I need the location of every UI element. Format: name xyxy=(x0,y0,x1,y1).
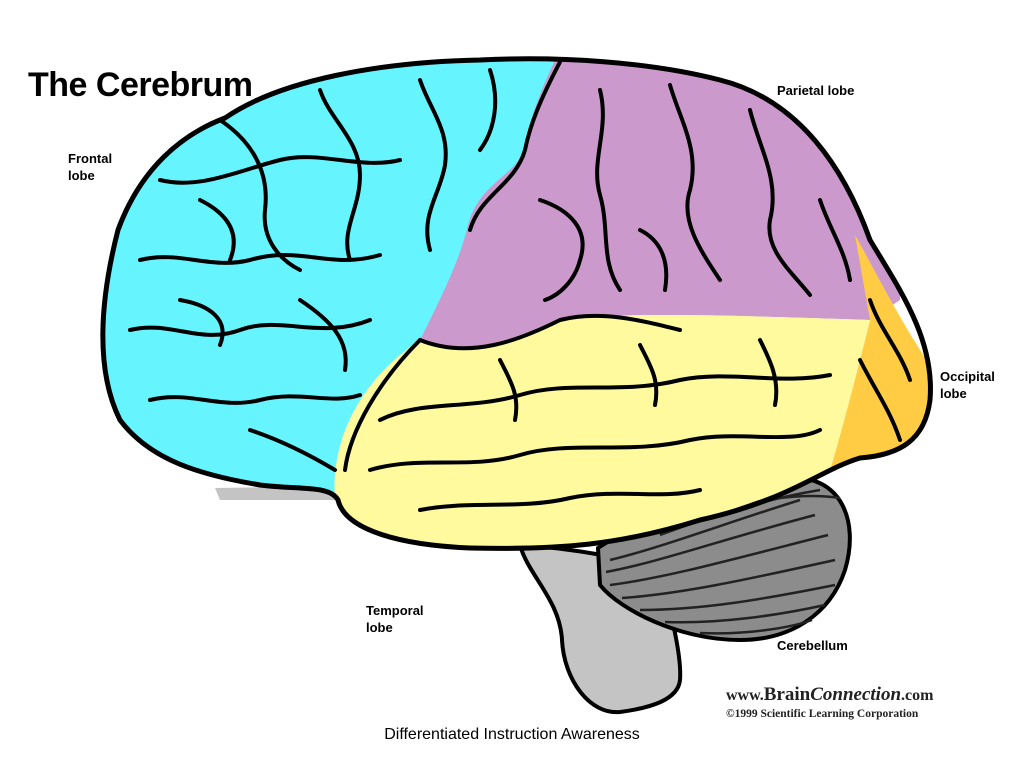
footer-text: Differentiated Instruction Awareness xyxy=(384,726,640,743)
cerebrum-outline xyxy=(100,56,933,551)
frontal-label-line1: Frontal xyxy=(68,151,113,166)
credit-brand-connection: Connection xyxy=(810,684,902,705)
frontal-label-line2: lobe xyxy=(68,168,95,183)
temporal-lobe xyxy=(334,315,870,549)
credit-prefix: www. xyxy=(726,687,764,704)
credit-url: www.BrainConnection.com xyxy=(726,684,933,706)
occipital-lobe-label: Occipital lobe xyxy=(940,368,995,402)
gyri-lines xyxy=(128,60,912,512)
slide-title: The Cerebrum xyxy=(28,66,253,104)
credit-copyright: ©1999 Scientific Learning Corporation xyxy=(726,708,919,720)
occipital-lobe xyxy=(830,235,931,470)
temporal-label-line2: lobe xyxy=(366,620,393,635)
brainconnection-credit: www.BrainConnection.com ©1999 Scientific… xyxy=(726,684,933,720)
occipital-label-line1: Occipital xyxy=(940,369,995,384)
temporal-label-line1: Temporal xyxy=(366,603,424,618)
credit-brand-brain: Brain xyxy=(763,684,811,705)
frontal-lobe-label: Frontal lobe xyxy=(68,150,112,184)
credit-suffix: .com xyxy=(901,687,934,704)
temporal-lobe-label: Temporal lobe xyxy=(366,602,424,636)
occipital-label-line2: lobe xyxy=(940,386,967,401)
parietal-lobe xyxy=(420,58,900,349)
parietal-lobe-label: Parietal lobe xyxy=(777,83,855,98)
cerebellum-label: Cerebellum xyxy=(777,638,848,653)
